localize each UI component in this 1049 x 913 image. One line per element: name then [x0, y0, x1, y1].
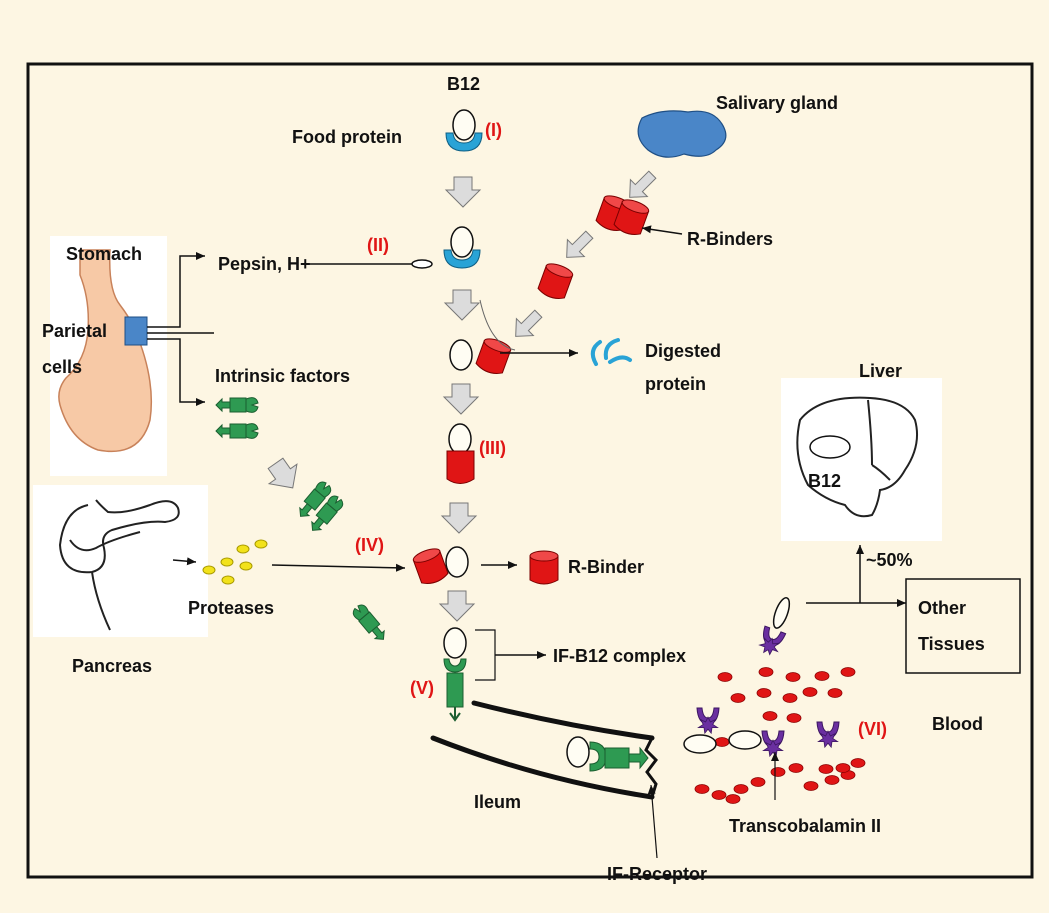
pancreas-label: Pancreas [72, 656, 152, 676]
ileum-receptor-complex [567, 737, 648, 771]
flow-arrow [446, 177, 480, 207]
flow-arrow [558, 226, 598, 266]
flow-arrow [262, 454, 307, 498]
step-i-label: (I) [485, 120, 502, 140]
intrinsic-factor-icon [216, 398, 258, 413]
r-binder-icon [537, 261, 575, 302]
b12-tcii-complex [756, 594, 797, 657]
proteases-label: Proteases [188, 598, 274, 618]
r-binder-b12-cleavage [412, 546, 468, 587]
flow-arrow [445, 290, 479, 320]
percent-label: ~50% [866, 550, 913, 570]
blood-label: Blood [932, 714, 983, 734]
transcobalamin-label: Transcobalamin II [729, 816, 881, 836]
salivary-gland [638, 111, 726, 157]
flow-arrow [442, 503, 476, 533]
liver-b12-label: B12 [808, 471, 841, 491]
b12-label: B12 [447, 74, 480, 94]
flow-arrow [507, 305, 547, 345]
liver-b12 [810, 436, 850, 458]
other-label: Other [918, 598, 966, 618]
stomach-label: Stomach [66, 244, 142, 264]
step-iv-label: (IV) [355, 535, 384, 555]
r-binders-label: R-Binders [687, 229, 773, 249]
flow-arrow [440, 591, 474, 621]
pepsin-label: Pepsin, H+ [218, 254, 311, 274]
if-b12-complex-label: IF-B12 complex [553, 646, 686, 666]
r-binder-icon [475, 336, 513, 377]
liver-label: Liver [859, 361, 902, 381]
r-binder-icon [530, 551, 558, 584]
tissues-label: Tissues [918, 634, 985, 654]
food-protein-label: Food protein [292, 127, 402, 147]
pepsin-action-end [412, 260, 432, 268]
flow-arrow [444, 384, 478, 414]
proteases-dots [203, 540, 267, 584]
digested-protein-fragments [593, 340, 630, 364]
r-binder-label: R-Binder [568, 557, 644, 577]
parietal-cells-icon [125, 317, 147, 345]
r-binders-pointer [642, 228, 682, 234]
parietal-label: Parietal [42, 321, 107, 341]
intrinsic-factor-icon [216, 424, 258, 439]
if-receptor-label: IF-Receptor [607, 864, 707, 884]
transcobalamin-icon [697, 708, 719, 733]
transcobalamin-icon [817, 722, 839, 747]
free-b12 [450, 340, 472, 370]
step-vi-label: (VI) [858, 719, 887, 739]
cells-label: cells [42, 357, 82, 377]
if-b12-bracket [475, 630, 495, 680]
intrinsic-factor-icon [351, 602, 389, 644]
step-iii-label: (III) [479, 438, 506, 458]
transcobalamin-icon [762, 731, 784, 756]
r-binder-b12-complex [447, 424, 474, 484]
b12-food-protein-complex [446, 110, 482, 151]
digested-label: Digested [645, 341, 721, 361]
b12-food-protein-complex-2 [444, 227, 480, 268]
other-tissues-box [906, 579, 1020, 673]
if-b12-complex [444, 628, 466, 720]
protease-action-arrow [272, 565, 405, 568]
step-ii-label: (II) [367, 235, 389, 255]
intrinsic-factors-label: Intrinsic factors [215, 366, 350, 386]
step-v-label: (V) [410, 678, 434, 698]
salivary-gland-label: Salivary gland [716, 93, 838, 113]
protein-label: protein [645, 374, 706, 394]
ileum-label: Ileum [474, 792, 521, 812]
